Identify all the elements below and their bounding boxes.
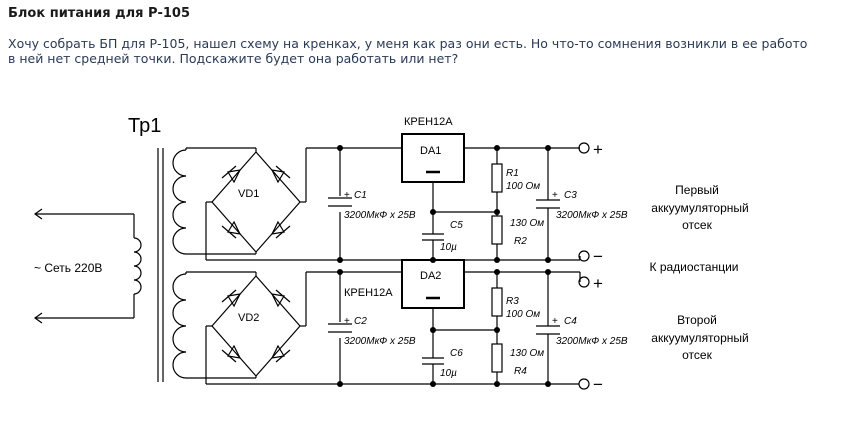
c4-label: C4 — [564, 316, 577, 327]
svg-text:+: + — [344, 190, 350, 201]
c5-value: 10µ — [440, 242, 457, 253]
reg2-part: КРЕН12А — [344, 287, 393, 299]
r3-label: R3 — [506, 296, 519, 307]
c6-value: 10µ — [440, 368, 457, 379]
r2-value: 130 Ом — [510, 218, 544, 229]
c1-label: C1 — [354, 190, 367, 201]
r4-value: 130 Ом — [510, 348, 544, 359]
terminal-plus-2: + — [593, 274, 603, 293]
terminal-minus-1: − — [593, 247, 603, 266]
upper-channel: + C1 3200МкФ x 25В КРЕН12А DA1 R1 100 Ом… — [306, 116, 628, 266]
diode-bridge-vd2: VD2 — [211, 275, 301, 377]
post-text-line: Хочу собрать БП для Р-105, нашел схему н… — [8, 36, 808, 51]
diode-bridge-vd1: VD1 — [211, 151, 301, 253]
transformer-label: Тр1 — [128, 115, 161, 137]
label-first-line3: отсек — [682, 218, 712, 232]
r2-label: R2 — [514, 236, 527, 247]
reg1-label: DA1 — [420, 145, 441, 157]
mains-input: ~ Сеть 220В — [33, 208, 135, 324]
c4-value: 3200МкФ x 25В — [556, 336, 628, 347]
svg-text:+: + — [552, 316, 558, 327]
terminal-minus-2: − — [593, 375, 603, 394]
r3-value: 100 Ом — [506, 309, 540, 320]
terminal-plus-1: + — [593, 140, 603, 159]
secondary-2-wiring — [186, 271, 257, 379]
regulator-da1 — [401, 133, 465, 183]
c3-label: C3 — [564, 190, 577, 201]
mains-label: ~ Сеть 220В — [34, 261, 102, 275]
c2-value: 3200МкФ x 25В — [344, 336, 416, 347]
reg1-part: КРЕН12А — [404, 116, 453, 128]
label-second-line2: аккуумуляторный — [651, 331, 748, 345]
c5-label: C5 — [450, 220, 463, 231]
r4-label: R4 — [514, 366, 527, 377]
transformer-tr1: Тр1 — [128, 115, 187, 382]
r1-value: 100 Ом — [506, 181, 540, 192]
label-second-line3: отсек — [682, 348, 712, 362]
post-text-line: в ней нет средней точки. Подскажите буде… — [8, 51, 459, 66]
label-first: Первый — [675, 183, 719, 197]
c1-value: 3200МкФ x 25В — [344, 210, 416, 221]
c3-value: 3200МкФ x 25В — [556, 210, 628, 221]
post-body: Хочу собрать БП для Р-105, нашел схему н… — [8, 36, 846, 66]
svg-text:+: + — [552, 190, 558, 201]
post-title: Блок питания для Р-105 — [8, 6, 191, 21]
bridge2-label: VD2 — [238, 312, 259, 324]
output-labels: Первый аккуумуляторный отсек К радиостан… — [650, 183, 749, 362]
regulator-da2 — [401, 259, 465, 309]
label-first-line2: аккуумуляторный — [651, 201, 748, 215]
label-radio: К радиостанции — [650, 260, 739, 274]
c6-label: C6 — [450, 348, 463, 359]
bridge1-label: VD1 — [238, 188, 259, 200]
r1-label: R1 — [506, 168, 519, 179]
c2-label: C2 — [354, 316, 367, 327]
svg-text:+: + — [344, 316, 350, 327]
lower-channel: + C2 3200МкФ x 25В КРЕН12А DA2 R3 100 Ом… — [306, 259, 628, 394]
reg2-label: DA2 — [420, 270, 441, 282]
label-second: Второй — [677, 313, 717, 327]
